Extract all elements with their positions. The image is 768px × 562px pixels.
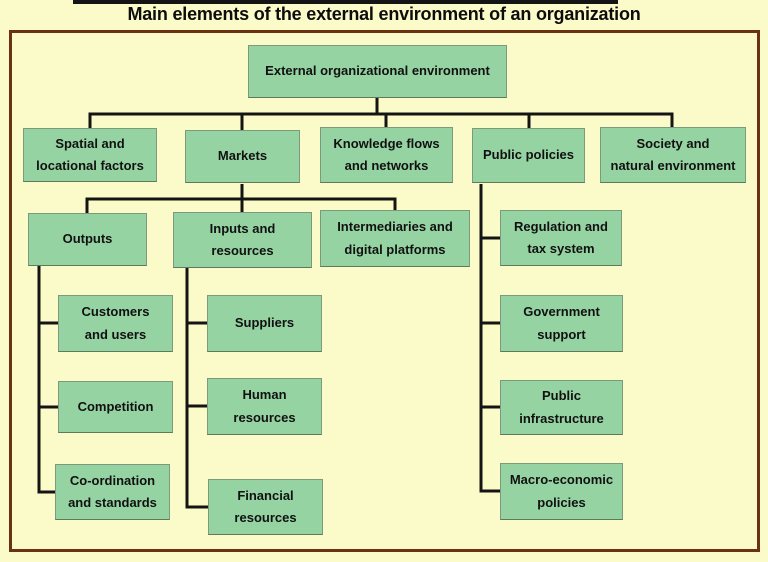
node-public-policies: Public policies [472, 128, 585, 183]
node-financial-resources: Financial resources [208, 479, 323, 535]
node-suppliers: Suppliers [207, 295, 322, 352]
node-coordination-and-standards: Co-ordination and standards [55, 464, 170, 520]
node-outputs: Outputs [28, 213, 147, 266]
node-markets: Markets [185, 130, 300, 183]
node-human-resources: Human resources [207, 378, 322, 435]
diagram-frame [9, 30, 760, 552]
top-edge-bar [73, 0, 618, 4]
node-spatial-and-locational-factors: Spatial and locational factors [23, 128, 157, 182]
diagram-title: Main elements of the external environmen… [127, 4, 641, 24]
node-competition: Competition [58, 381, 173, 433]
node-government-support: Government support [500, 295, 623, 352]
node-customers-and-users: Customers and users [58, 295, 173, 352]
node-macro-economic-policies: Macro-economic policies [500, 463, 623, 520]
node-regulation-and-tax-system: Regulation and tax system [500, 210, 622, 266]
node-public-infrastructure: Public infrastructure [500, 380, 623, 435]
node-intermediaries-and-digital-platforms: Intermediaries and digital platforms [320, 210, 470, 267]
node-external-organizational-environment: External organizational environment [248, 45, 507, 98]
node-society-and-natural-environment: Society and natural environment [600, 127, 746, 183]
node-inputs-and-resources: Inputs and resources [173, 212, 312, 268]
node-knowledge-flows-and-networks: Knowledge flows and networks [320, 127, 453, 183]
